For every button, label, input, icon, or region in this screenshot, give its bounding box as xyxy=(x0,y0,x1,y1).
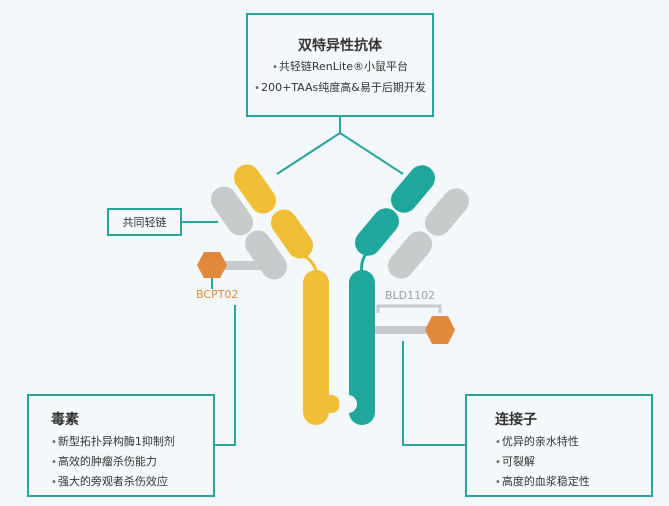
right-light-lower xyxy=(388,231,432,279)
right-light-upper xyxy=(425,188,469,236)
toxin-box: 毒素 新型拓扑异构酶1抑制剂 高效的肿瘤杀伤能力 强大的旁观者杀伤效应 xyxy=(27,394,215,497)
toxin-hexagon-left xyxy=(197,252,227,278)
teal-heavy-chain xyxy=(339,165,435,425)
bispecific-title: 双特异性抗体 xyxy=(298,38,382,54)
connector-top-left xyxy=(276,132,341,175)
toxin-title: 毒素 xyxy=(51,412,79,428)
linker-title: 连接子 xyxy=(495,412,537,428)
left-light-lower xyxy=(244,230,288,280)
toxin-bullet: 高效的肿瘤杀伤能力 xyxy=(51,452,213,472)
linker-bracket xyxy=(376,304,442,313)
right-linker-bar xyxy=(375,326,430,334)
linker-bullet: 可裂解 xyxy=(495,452,651,472)
connector-top-right xyxy=(339,132,404,175)
yellow-heavy-chain xyxy=(233,164,340,425)
bispecific-antibody-box: 双特异性抗体 共轻链RenLite®小鼠平台 200+TAAs纯度高&易于后期开… xyxy=(246,13,434,117)
yellow-fab-lower xyxy=(270,209,314,259)
teal-fc xyxy=(349,270,375,425)
linker-bullet: 高度的血浆稳定性 xyxy=(495,472,651,492)
teal-hole xyxy=(339,395,357,413)
toxin-hexagon-right xyxy=(425,316,455,344)
yellow-fab-upper xyxy=(233,164,277,214)
yellow-fc xyxy=(303,270,329,425)
linker-label: BLD1102 xyxy=(385,289,436,302)
right-payload xyxy=(375,304,455,344)
left-light-upper xyxy=(210,186,254,236)
common-light-chain-box: 共同轻链 xyxy=(107,208,182,236)
toxin-bullet: 强大的旁观者杀伤效应 xyxy=(51,472,213,492)
connector-linker xyxy=(402,341,465,446)
left-light-chain xyxy=(210,186,288,280)
common-light-chain-label: 共同轻链 xyxy=(122,216,167,229)
teal-fab-upper xyxy=(391,165,435,213)
bispecific-bullet: 共轻链RenLite®小鼠平台 xyxy=(248,57,432,78)
left-linker-bar xyxy=(222,261,267,270)
bispecific-bullet: 200+TAAs纯度高&易于后期开发 xyxy=(248,78,432,99)
teal-fab-lower xyxy=(355,208,399,256)
right-light-chain xyxy=(388,188,469,279)
yellow-knob xyxy=(322,395,340,413)
payload-label: BCPT02 xyxy=(196,288,239,301)
toxin-bullet: 新型拓扑异构酶1抑制剂 xyxy=(51,432,213,452)
linker-box: 连接子 优异的亲水特性 可裂解 高度的血浆稳定性 xyxy=(465,394,653,497)
left-payload xyxy=(197,252,267,278)
linker-bullet: 优异的亲水特性 xyxy=(495,432,651,452)
connector-toxin xyxy=(215,305,236,446)
